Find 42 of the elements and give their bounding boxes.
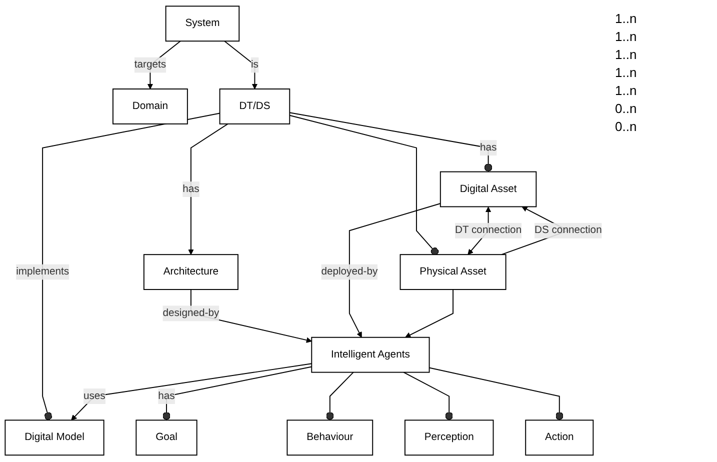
connector [403, 372, 454, 422]
multiplicity-label: 0..n [615, 101, 638, 116]
arrow [71, 364, 312, 421]
arrow [348, 203, 441, 338]
node-box: Goal [136, 420, 198, 456]
connector [289, 115, 439, 256]
multiplicity-label: 1..n [615, 65, 638, 80]
multiplicity-label: 1..n [615, 83, 638, 98]
edge-label: deployed-by [321, 266, 378, 278]
edge-label: DS connection [534, 225, 602, 236]
edge-label: is [250, 60, 258, 71]
edge-label: uses [83, 390, 106, 402]
arrow [224, 40, 258, 90]
multiplicity-label: 1..n [615, 29, 638, 44]
node-box: Physical Asset [400, 254, 506, 290]
node-box: Action [525, 420, 594, 456]
multiplicity-label: 1..n [615, 47, 638, 62]
edge-label: designed-by [162, 308, 220, 319]
arrow [405, 289, 454, 338]
connector [162, 366, 312, 422]
node-box: DT/DS [219, 88, 290, 125]
node-box: Perception [404, 420, 494, 456]
edge-label: has [158, 390, 175, 402]
node-box: Behaviour [286, 420, 374, 456]
connector [326, 372, 354, 422]
node-box: Intelligent Agents [311, 337, 430, 374]
connector [42, 113, 220, 422]
multiplicity-label: 0..n [615, 119, 638, 134]
edge-label: DT connection [455, 225, 522, 236]
node-box: Digital Model [4, 420, 104, 456]
edge-label: implements [16, 266, 70, 278]
node-box: Architecture [143, 254, 238, 290]
node-box: System [165, 6, 240, 42]
multiplicity-label: 1..n [615, 11, 638, 26]
edge-label: has [480, 142, 497, 154]
connector [289, 112, 492, 173]
edge-label: has [182, 184, 200, 195]
node-box: Domain [112, 88, 188, 125]
arrow [188, 124, 228, 256]
edge-label: targets [134, 60, 166, 71]
node-box: Digital Asset [440, 172, 537, 208]
connector [428, 368, 564, 422]
